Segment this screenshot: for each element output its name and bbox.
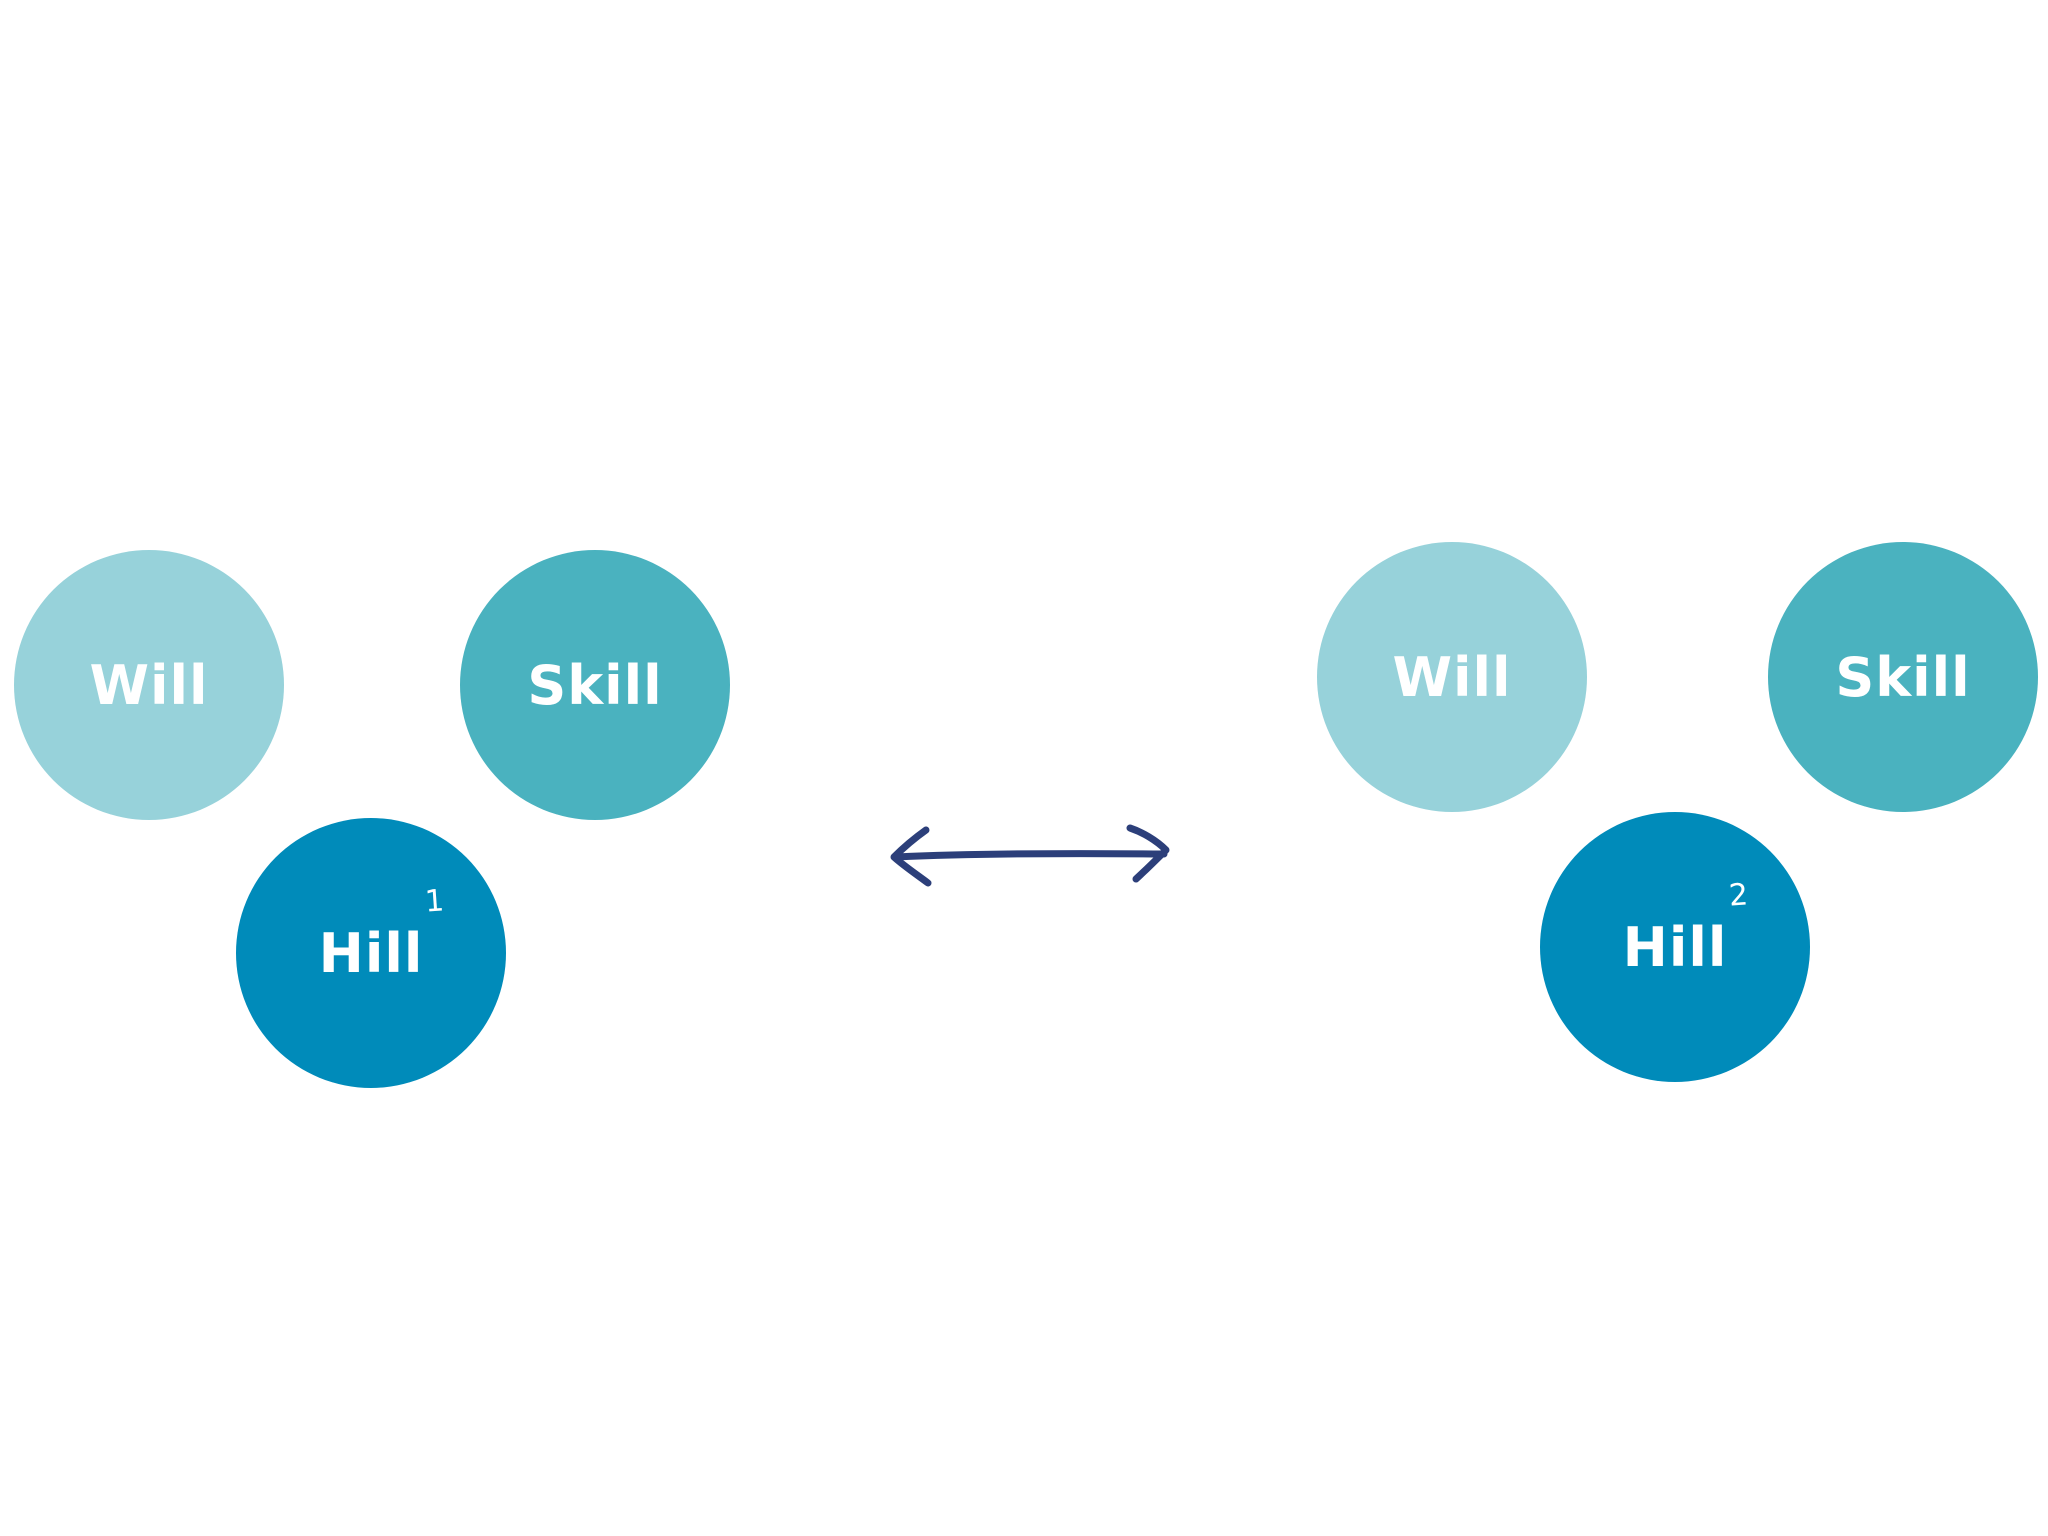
left-circle-group: Will Skill Hill 1: [0, 0, 760, 1536]
arrow-head-right: [1126, 824, 1170, 883]
hill-circle: Hill 1: [236, 818, 506, 1088]
arrow-head-left: [890, 826, 932, 887]
hill-superscript: 1: [424, 882, 447, 920]
hill-label-wrapper: Hill 1: [318, 883, 447, 985]
skill-label: Skill: [1835, 645, 1971, 709]
arrow-shaft: [892, 850, 1168, 861]
hill-superscript: 2: [1728, 876, 1751, 914]
double-headed-arrow-icon: [890, 824, 1170, 887]
will-label: Will: [89, 653, 209, 717]
will-label: Will: [1392, 645, 1512, 709]
hill-circle: Hill 2: [1540, 812, 1810, 1082]
hill-label: Hill: [318, 921, 424, 985]
hill-label-wrapper: Hill 2: [1622, 877, 1751, 979]
skill-circle: Skill: [1768, 542, 2038, 812]
skill-circle: Skill: [460, 550, 730, 820]
right-circle-group: Will Skill Hill 2: [1300, 0, 2048, 1536]
hill-label: Hill: [1622, 915, 1728, 979]
will-circle: Will: [1317, 542, 1587, 812]
will-circle: Will: [14, 550, 284, 820]
skill-label: Skill: [527, 653, 663, 717]
